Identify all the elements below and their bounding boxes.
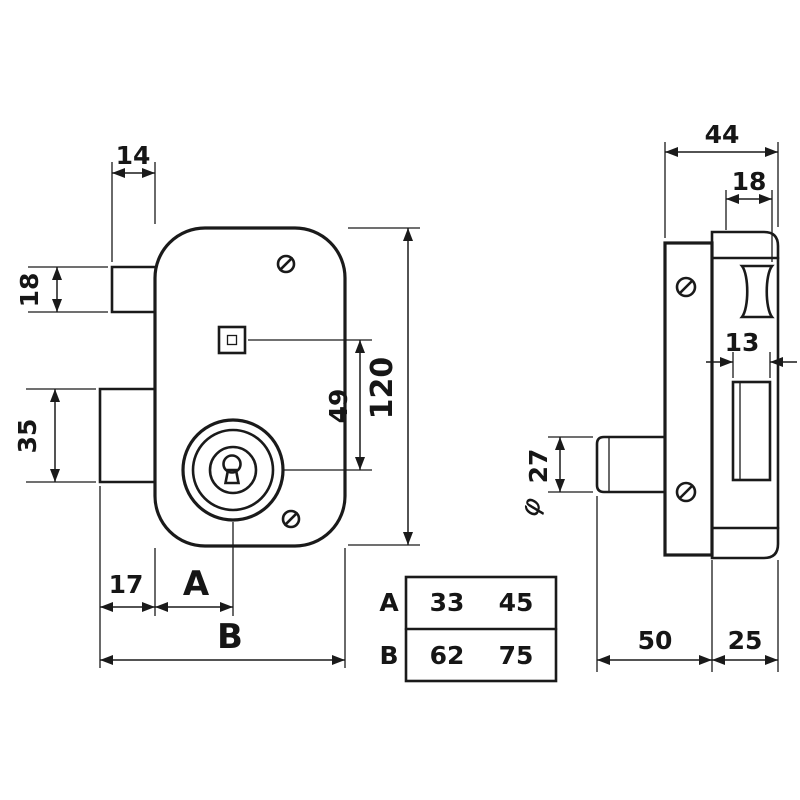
screw-bottom-icon bbox=[281, 509, 301, 529]
table-row-a-label: A bbox=[379, 588, 399, 617]
front-view-dimensions: 14 18 35 120 49 17 A B bbox=[13, 141, 420, 668]
cylinder-side bbox=[595, 435, 667, 494]
lock-body bbox=[153, 226, 347, 548]
side-view bbox=[595, 230, 780, 560]
table-row-b-value-1: 62 bbox=[430, 641, 465, 670]
cylinder-outer bbox=[181, 418, 285, 522]
spindle-hole-inner bbox=[226, 334, 238, 346]
dim-25-label: 25 bbox=[728, 626, 763, 655]
spindle-hole bbox=[217, 325, 247, 355]
dim-B-label: B bbox=[217, 617, 243, 657]
screw-bottom-side-slot bbox=[678, 484, 694, 500]
diameter-symbol: φ bbox=[513, 493, 548, 521]
dim-50-label: 50 bbox=[638, 626, 673, 655]
front-view bbox=[98, 226, 347, 548]
latch-front bbox=[110, 265, 157, 314]
screw-bottom-side-icon bbox=[675, 481, 697, 503]
case-side bbox=[710, 230, 780, 560]
side-view-dimensions: 44 18 13 27 φ 50 25 bbox=[513, 120, 797, 672]
backplate-side bbox=[663, 241, 714, 557]
dim-44-label: 44 bbox=[705, 120, 740, 149]
dim-13-label: 13 bbox=[725, 328, 760, 357]
bolt-side bbox=[731, 380, 772, 482]
dim-18-label: 18 bbox=[15, 273, 44, 308]
table-row-a-value-1: 33 bbox=[430, 588, 465, 617]
keyhole-icon bbox=[222, 454, 242, 474]
dim-17-label: 17 bbox=[109, 570, 144, 599]
table-row-b-label: B bbox=[379, 641, 398, 670]
table-row-a-value-2: 45 bbox=[499, 588, 534, 617]
screw-bottom-slot bbox=[283, 511, 299, 527]
screw-top-side-icon bbox=[675, 276, 697, 298]
screw-top-side-slot bbox=[678, 279, 694, 295]
cylinder-plug bbox=[208, 445, 258, 495]
dim-49-label: 49 bbox=[324, 389, 353, 424]
keyhole-slot bbox=[223, 468, 241, 485]
table-row-b-value-2: 75 bbox=[499, 641, 534, 670]
dim-18-side-label: 18 bbox=[732, 167, 767, 196]
dim-120-label: 120 bbox=[365, 357, 400, 420]
dimension-table: A 33 45 B 62 75 bbox=[379, 575, 558, 683]
dim-14-label: 14 bbox=[116, 141, 151, 170]
cylinder-mid bbox=[191, 428, 275, 512]
dim-35-label: 35 bbox=[13, 419, 42, 454]
screw-top-icon bbox=[276, 254, 296, 274]
roller-side bbox=[739, 264, 775, 319]
screw-top-slot bbox=[278, 256, 294, 272]
bolt-front bbox=[98, 387, 157, 484]
dim-27-label: 27 bbox=[524, 449, 553, 484]
dim-A-label: A bbox=[183, 564, 210, 604]
